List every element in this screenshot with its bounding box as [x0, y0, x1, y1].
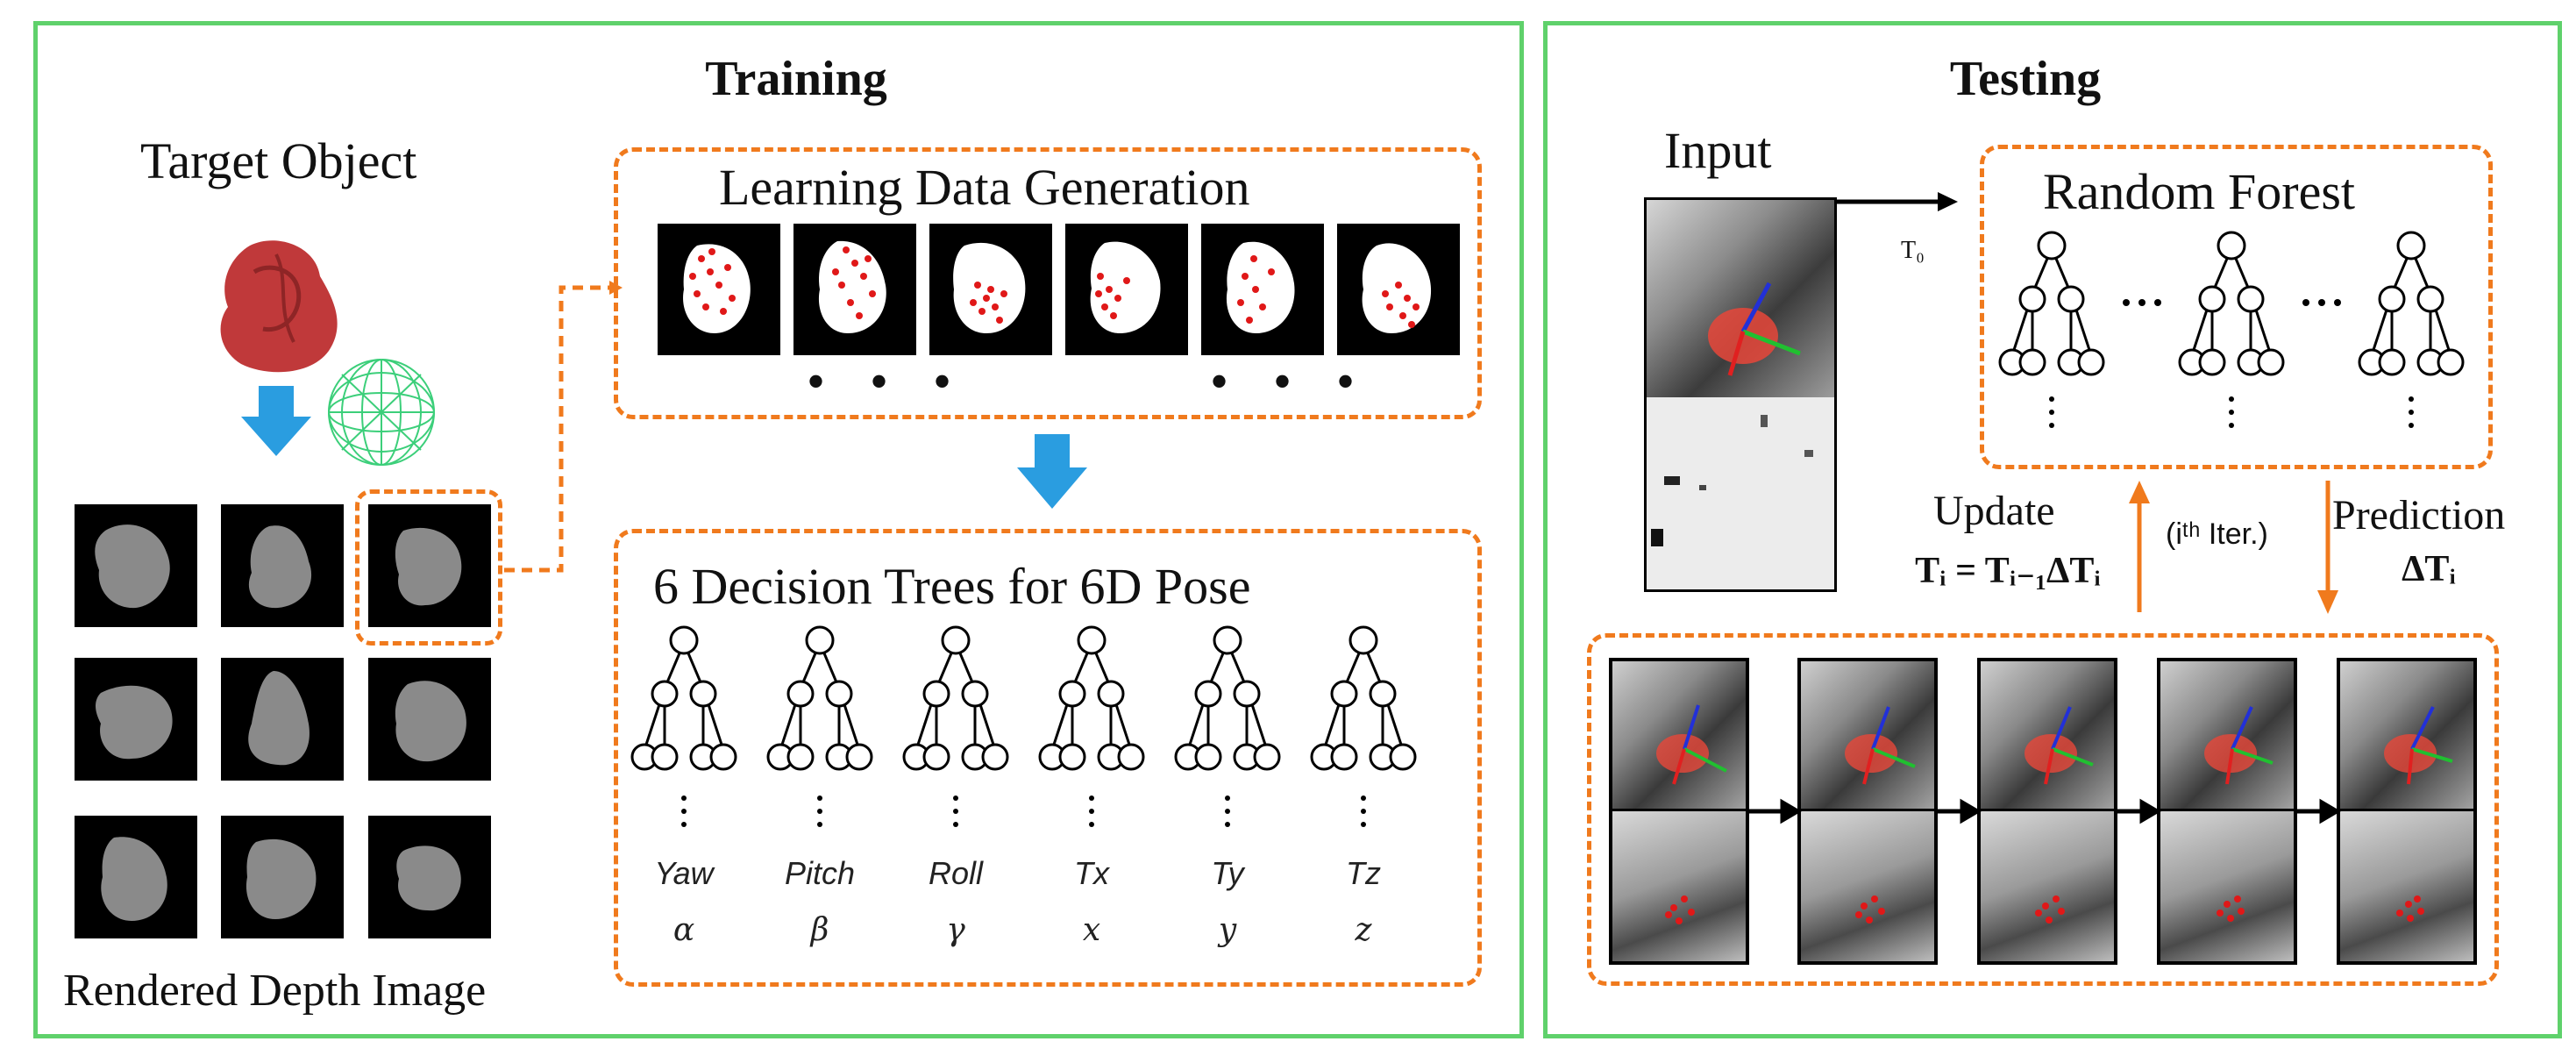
learning-sample-5	[1201, 224, 1324, 355]
iteration-frame-4	[2157, 658, 2297, 965]
selected-depth-highlight	[355, 489, 502, 646]
depth-image-7	[75, 816, 197, 938]
viewpoint-sphere-icon	[328, 359, 435, 466]
tree-symbol-roll: γ	[946, 912, 965, 948]
iteration-arrows	[1749, 798, 2341, 824]
tree-symbol-tz: z	[1355, 912, 1372, 948]
learning-sample-4	[1065, 224, 1188, 355]
training-panel	[33, 21, 1524, 1038]
depth-image-6	[368, 658, 491, 781]
tree-symbol-pitch: β	[810, 912, 829, 948]
iteration-frame-3	[1977, 658, 2117, 965]
random-forest-label: Random Forest	[2043, 163, 2356, 220]
learning-sample-6	[1337, 224, 1460, 355]
learning-sample-3	[929, 224, 1052, 355]
input-image	[1644, 197, 1837, 592]
learning-sample-1	[658, 224, 780, 355]
input-rgb-image	[1647, 200, 1834, 397]
prediction-symbol: ΔTᵢ	[2402, 549, 2456, 589]
tree-tz	[1310, 625, 1417, 829]
learning-sample-2	[793, 224, 916, 355]
tree-pitch	[766, 625, 873, 829]
input-depth-image	[1647, 397, 1834, 589]
tree-name-yaw: Yaw	[654, 855, 714, 891]
rendered-depth-label: Rendered Depth Image	[63, 966, 487, 1016]
depth-image-9	[368, 816, 491, 938]
update-equation: Tᵢ = Tᵢ₋₁ΔTᵢ	[1915, 551, 2101, 591]
tree-symbol-yaw: α	[672, 912, 695, 948]
input-label: Input	[1664, 122, 1772, 179]
depth-image-1	[75, 504, 197, 627]
tree-yaw	[630, 625, 737, 829]
tree-symbol-ty: y	[1218, 912, 1237, 948]
prediction-label: Prediction	[2332, 492, 2506, 539]
depth-image-5	[221, 658, 344, 781]
depth-image-3	[368, 504, 491, 627]
target-object-label: Target Object	[140, 132, 417, 189]
update-label: Update	[1933, 488, 2055, 534]
prediction-down-arrow	[2317, 481, 2338, 614]
random-forest-graphic	[1998, 231, 2465, 430]
training-connector-arrow	[504, 281, 623, 573]
learning-data-box	[614, 147, 1482, 419]
update-up-arrow	[2129, 481, 2150, 612]
tree-tx	[1038, 625, 1145, 829]
tree-name-tx: Tx	[1074, 855, 1109, 891]
input-to-forest-arrow	[1837, 192, 1958, 211]
tree-name-ty: Ty	[1211, 855, 1244, 891]
iteration-label: (iᵗʰ Iter.)	[2166, 517, 2268, 551]
iteration-frame-1	[1609, 658, 1749, 965]
generation-down-arrow	[1017, 434, 1087, 509]
tree-roll	[902, 625, 1009, 829]
decision-trees-label: 6 Decision Trees for 6D Pose	[653, 558, 1251, 615]
iteration-sequence-box	[1587, 633, 2499, 986]
depth-image-2	[221, 504, 344, 627]
training-title: Training	[705, 52, 887, 106]
depth-image-8	[221, 816, 344, 938]
tree-name-tz: Tz	[1346, 855, 1381, 891]
random-forest-box	[1980, 145, 2493, 469]
render-down-arrow	[241, 386, 311, 456]
decision-trees-graphic	[630, 625, 1417, 829]
depth-image-4	[75, 658, 197, 781]
iteration-frame-5	[2337, 658, 2477, 965]
testing-panel	[1543, 21, 2562, 1038]
tree-symbol-tx: x	[1082, 912, 1101, 948]
testing-title: Testing	[1949, 52, 2102, 106]
learning-data-label: Learning Data Generation	[719, 159, 1250, 216]
target-object-image	[220, 240, 338, 373]
tree-name-roll: Roll	[928, 855, 983, 891]
t0-label: T₀	[1901, 237, 1925, 264]
ellipsis-right: • • •	[1210, 353, 1371, 410]
tree-ty	[1174, 625, 1281, 829]
decision-trees-box	[614, 529, 1482, 987]
iteration-frame-2	[1797, 658, 1938, 965]
tree-name-pitch: Pitch	[784, 855, 856, 891]
ellipsis-left: • • •	[807, 353, 968, 410]
